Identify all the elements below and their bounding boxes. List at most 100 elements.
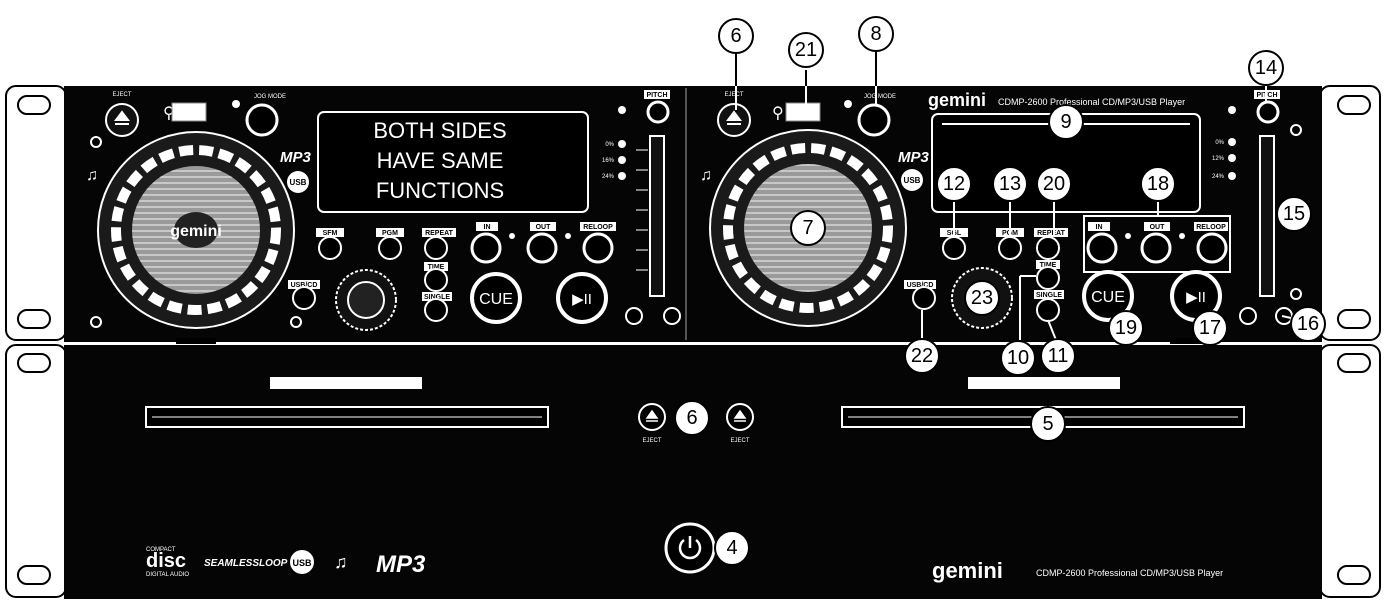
left-usbcd-label: USB/CD [291,282,318,289]
left-pgm-label: PGM [382,230,398,237]
svg-text:6: 6 [686,407,697,429]
left-single-button[interactable] [424,298,448,322]
svg-text:19: 19 [1115,317,1137,339]
right-reloop-label: RELOOP [1196,224,1226,231]
right-time-label: TIME [1040,262,1057,269]
callout-5: 5 [1030,406,1066,442]
left-pitch-bend-minus[interactable] [625,307,643,325]
play-pause-icon: ▶II [572,291,592,308]
right-jog-mode-button[interactable] [857,103,891,137]
svg-text:22: 22 [911,345,933,367]
left-single-label: SINGLE [424,294,450,301]
right-time-button[interactable] [1036,266,1060,290]
left-repeat-button[interactable] [424,236,448,260]
callout-11: 11 [1040,338,1076,374]
left-label-strip [270,377,422,389]
display-line-1: BOTH SIDES [373,118,506,143]
display-line-3: FUNCTIONS [376,178,504,203]
right-reloop-button[interactable] [1196,232,1228,264]
svg-text:8: 8 [870,23,881,45]
right-usb-port[interactable] [785,102,821,122]
left-pitch-button[interactable] [646,100,670,124]
right-range-0: 0% [1215,140,1224,146]
right-out-button[interactable] [1140,232,1172,264]
right-single-button[interactable] [1036,298,1060,322]
right-repeat-button[interactable] [1036,236,1060,260]
right-out-label: OUT [1150,224,1166,231]
transport-eject-right-label: EJECT [730,438,749,444]
right-range-2: 24% [1212,174,1225,180]
compact-text: COMPACT [146,547,176,553]
left-time-label: TIME [428,264,445,271]
left-reloop-label: RELOOP [583,224,613,231]
svg-text:15: 15 [1283,203,1305,225]
left-cue-label: CUE [479,291,513,308]
right-pitch-fader[interactable] [1259,135,1275,297]
left-pitch-label: PITCH [647,92,668,99]
left-out-button[interactable] [526,232,558,264]
svg-text:13: 13 [999,173,1021,195]
left-range-1: 16% [602,158,615,164]
left-out-label: OUT [536,224,552,231]
left-waveform-icon: ♫ [86,167,98,184]
svg-text:10: 10 [1007,347,1029,369]
svg-text:5: 5 [1042,413,1053,435]
right-in-label: IN [1096,224,1103,231]
callout-13: 13 [992,166,1028,202]
left-time-button[interactable] [424,268,448,292]
left-in-label: IN [484,224,491,231]
svg-text:20: 20 [1043,173,1065,195]
bottom-brand-logo: gemini [932,558,1003,583]
right-pgm-button[interactable] [998,236,1022,260]
right-single-label: SINGLE [1036,292,1062,299]
svg-text:11: 11 [1048,345,1069,367]
left-jog-wheel[interactable]: gemini [97,131,295,329]
svg-text:18: 18 [1147,173,1169,195]
svg-text:7: 7 [802,217,813,239]
right-sgl-button[interactable] [942,236,966,260]
right-jog-mode-label: JOG MODE [864,94,896,100]
digital-audio-text: DIGITAL AUDIO [146,572,189,578]
left-in-button[interactable] [470,232,502,264]
left-repeat-label: REPEAT [425,230,454,237]
right-range-1: 12% [1212,156,1225,162]
left-pitch-fader[interactable] [649,135,665,297]
left-pgm-button[interactable] [378,236,402,260]
right-pitch-bend-minus[interactable] [1239,307,1257,325]
left-jog-mode-label: JOG MODE [254,94,286,100]
left-sgl-label: SFM [323,230,338,237]
mp3-logo: MP3 [376,551,426,578]
seamless-logo: SEAMLESSLOOP [204,558,288,569]
transport-eject-left-label: EJECT [642,438,661,444]
callout-16: 16 [1290,306,1326,342]
right-usbcd-button[interactable] [912,286,936,310]
left-jog-mode-button[interactable] [245,103,279,137]
svg-text:16: 16 [1297,313,1319,335]
right-pitch-button[interactable] [1256,100,1280,124]
left-play-button[interactable] [556,272,608,324]
eject-icon [114,110,130,125]
right-cue-button[interactable] [1082,270,1134,322]
left-usb-port[interactable] [171,102,207,122]
callout-20: 20 [1036,166,1072,202]
right-cue-label: CUE [1091,289,1125,306]
music-note-icon: ♫ [334,552,348,572]
usb-logo: USB [292,558,312,568]
left-pitch-bend-plus[interactable] [663,307,681,325]
callout-14: 14 [1248,50,1284,86]
callout-23: 23 [964,280,1000,316]
usb-icon: ⚲ [772,105,784,122]
left-reloop-button[interactable] [582,232,614,264]
callout-6-top: 6 [718,18,754,54]
left-cue-button[interactable] [470,272,522,324]
callout-10: 10 [1000,340,1036,376]
usb-icon: ⚲ [163,105,175,122]
left-usbcd-button[interactable] [292,286,316,310]
right-in-button[interactable] [1086,232,1118,264]
svg-text:4: 4 [726,537,737,559]
right-eject-label: EJECT [724,92,743,98]
left-sgl-button[interactable] [318,236,342,260]
power-icon [678,539,702,560]
callout-7: 7 [790,210,826,246]
